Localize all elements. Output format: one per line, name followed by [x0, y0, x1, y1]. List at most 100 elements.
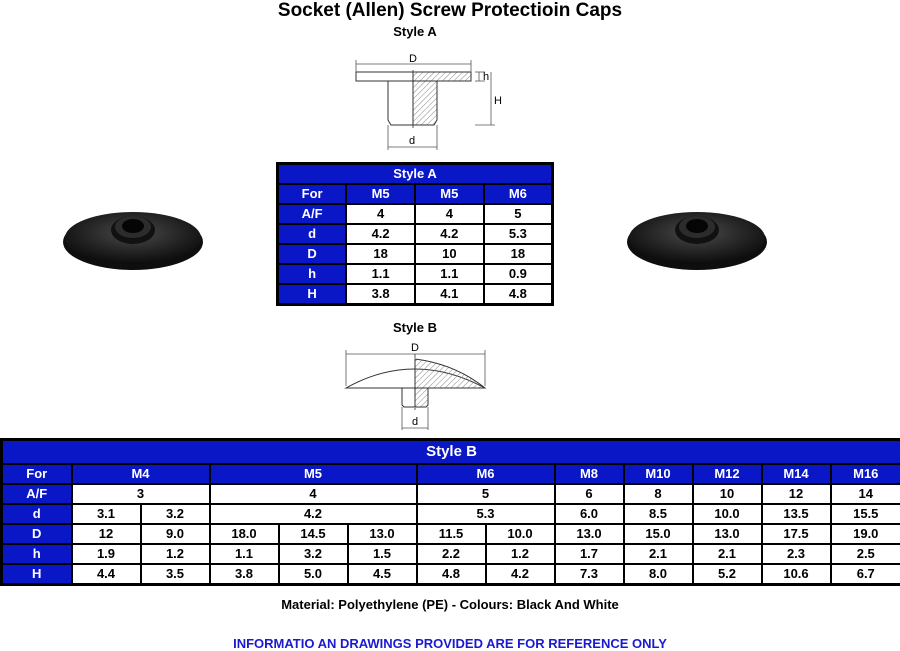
table-cell: 3.1 — [72, 504, 141, 524]
table-cell: 4.8 — [484, 284, 553, 305]
table-row: A/F 4 4 5 — [278, 204, 553, 224]
table-header-cell: M4 — [72, 464, 210, 484]
table-cell: 13.0 — [555, 524, 624, 544]
table-cell: 6.7 — [831, 564, 900, 585]
table-cell: 2.2 — [417, 544, 486, 564]
table-cell: 10 — [693, 484, 762, 504]
table-cell: 3.8 — [210, 564, 279, 585]
table-row: d 3.1 3.2 4.2 5.3 6.0 8.5 10.0 13.5 15.5 — [2, 504, 900, 524]
dim-H-label: H — [494, 95, 502, 107]
row-label: A/F — [278, 204, 347, 224]
table-cell: 4.2 — [346, 224, 415, 244]
cap-photo-right — [622, 198, 772, 278]
table-header-cell: M5 — [415, 184, 484, 204]
table-cell: 4.2 — [210, 504, 417, 524]
row-label: h — [2, 544, 72, 564]
table-cell: 14 — [831, 484, 900, 504]
table-cell: 5.2 — [693, 564, 762, 585]
table-cell: 18.0 — [210, 524, 279, 544]
dim-h-label: h — [483, 71, 489, 83]
style-a-table-title: Style A — [278, 164, 553, 185]
table-cell: 12 — [762, 484, 831, 504]
table-row: A/F 3 4 5 6 8 10 12 14 — [2, 484, 900, 504]
style-a-heading: Style A — [370, 24, 460, 39]
table-cell: 1.1 — [415, 264, 484, 284]
row-label: D — [2, 524, 72, 544]
table-cell: 8.5 — [624, 504, 693, 524]
table-cell: 7.3 — [555, 564, 624, 585]
table-cell: 2.1 — [693, 544, 762, 564]
material-note: Material: Polyethylene (PE) - Colours: B… — [0, 597, 900, 612]
style-b-table-title: Style B — [2, 440, 900, 465]
table-cell: 5 — [417, 484, 555, 504]
table-cell: 4.4 — [72, 564, 141, 585]
cap-photo-left — [58, 198, 208, 278]
dim-d-label: d — [409, 135, 415, 147]
table-cell: 13.5 — [762, 504, 831, 524]
table-cell: 3 — [72, 484, 210, 504]
row-label: A/F — [2, 484, 72, 504]
table-cell: 13.0 — [348, 524, 417, 544]
table-cell: 14.5 — [279, 524, 348, 544]
dim-d-label: d — [412, 416, 418, 428]
table-cell: 18 — [484, 244, 553, 264]
table-cell: 2.3 — [762, 544, 831, 564]
table-cell: 17.5 — [762, 524, 831, 544]
style-b-table: Style B For M4 M5 M6 M8 M10 M12 M14 M16 … — [0, 438, 900, 586]
table-row: h 1.9 1.2 1.1 3.2 1.5 2.2 1.2 1.7 2.1 2.… — [2, 544, 900, 564]
row-label: D — [278, 244, 347, 264]
table-row: D 18 10 18 — [278, 244, 553, 264]
table-cell: 15.5 — [831, 504, 900, 524]
table-cell: 6 — [555, 484, 624, 504]
dim-D-label: D — [409, 53, 417, 65]
table-header-cell: M16 — [831, 464, 900, 484]
style-b-drawing: D d — [340, 340, 500, 432]
table-header-cell: M5 — [346, 184, 415, 204]
table-cell: 2.1 — [624, 544, 693, 564]
table-cell: 3.8 — [346, 284, 415, 305]
table-row: H 4.4 3.5 3.8 5.0 4.5 4.8 4.2 7.3 8.0 5.… — [2, 564, 900, 585]
table-cell: 1.1 — [210, 544, 279, 564]
table-cell: 1.1 — [346, 264, 415, 284]
table-cell: 1.7 — [555, 544, 624, 564]
table-header-cell: M14 — [762, 464, 831, 484]
table-cell: 1.9 — [72, 544, 141, 564]
table-cell: 2.5 — [831, 544, 900, 564]
dim-D-label: D — [411, 342, 419, 354]
table-cell: 5.3 — [417, 504, 555, 524]
style-b-heading: Style B — [370, 320, 460, 335]
table-cell: 13.0 — [693, 524, 762, 544]
table-cell: 1.2 — [141, 544, 210, 564]
table-cell: 4 — [210, 484, 417, 504]
table-cell: 9.0 — [141, 524, 210, 544]
table-cell: 8 — [624, 484, 693, 504]
table-row: d 4.2 4.2 5.3 — [278, 224, 553, 244]
table-cell: 3.2 — [279, 544, 348, 564]
table-cell: 11.5 — [417, 524, 486, 544]
page-title: Socket (Allen) Screw Protectioin Caps — [0, 0, 900, 22]
table-cell: 4.2 — [415, 224, 484, 244]
table-cell: 10.0 — [486, 524, 555, 544]
table-cell: 4.8 — [417, 564, 486, 585]
table-cell: 4 — [415, 204, 484, 224]
table-cell: 12 — [72, 524, 141, 544]
table-cell: 3.2 — [141, 504, 210, 524]
table-cell: 6.0 — [555, 504, 624, 524]
table-cell: 10.6 — [762, 564, 831, 585]
table-cell: 5.0 — [279, 564, 348, 585]
table-header-cell: M6 — [417, 464, 555, 484]
table-cell: 4.5 — [348, 564, 417, 585]
table-row: D 12 9.0 18.0 14.5 13.0 11.5 10.0 13.0 1… — [2, 524, 900, 544]
table-cell: 1.5 — [348, 544, 417, 564]
row-label: d — [2, 504, 72, 524]
table-cell: 15.0 — [624, 524, 693, 544]
row-label: H — [2, 564, 72, 585]
table-cell: 0.9 — [484, 264, 553, 284]
disclaimer-note: INFORMATIO AN DRAWINGS PROVIDED ARE FOR … — [0, 636, 900, 651]
table-cell: 1.2 — [486, 544, 555, 564]
table-row: H 3.8 4.1 4.8 — [278, 284, 553, 305]
table-cell: 18 — [346, 244, 415, 264]
table-header-cell: M10 — [624, 464, 693, 484]
table-cell: 10 — [415, 244, 484, 264]
table-header-cell: M12 — [693, 464, 762, 484]
